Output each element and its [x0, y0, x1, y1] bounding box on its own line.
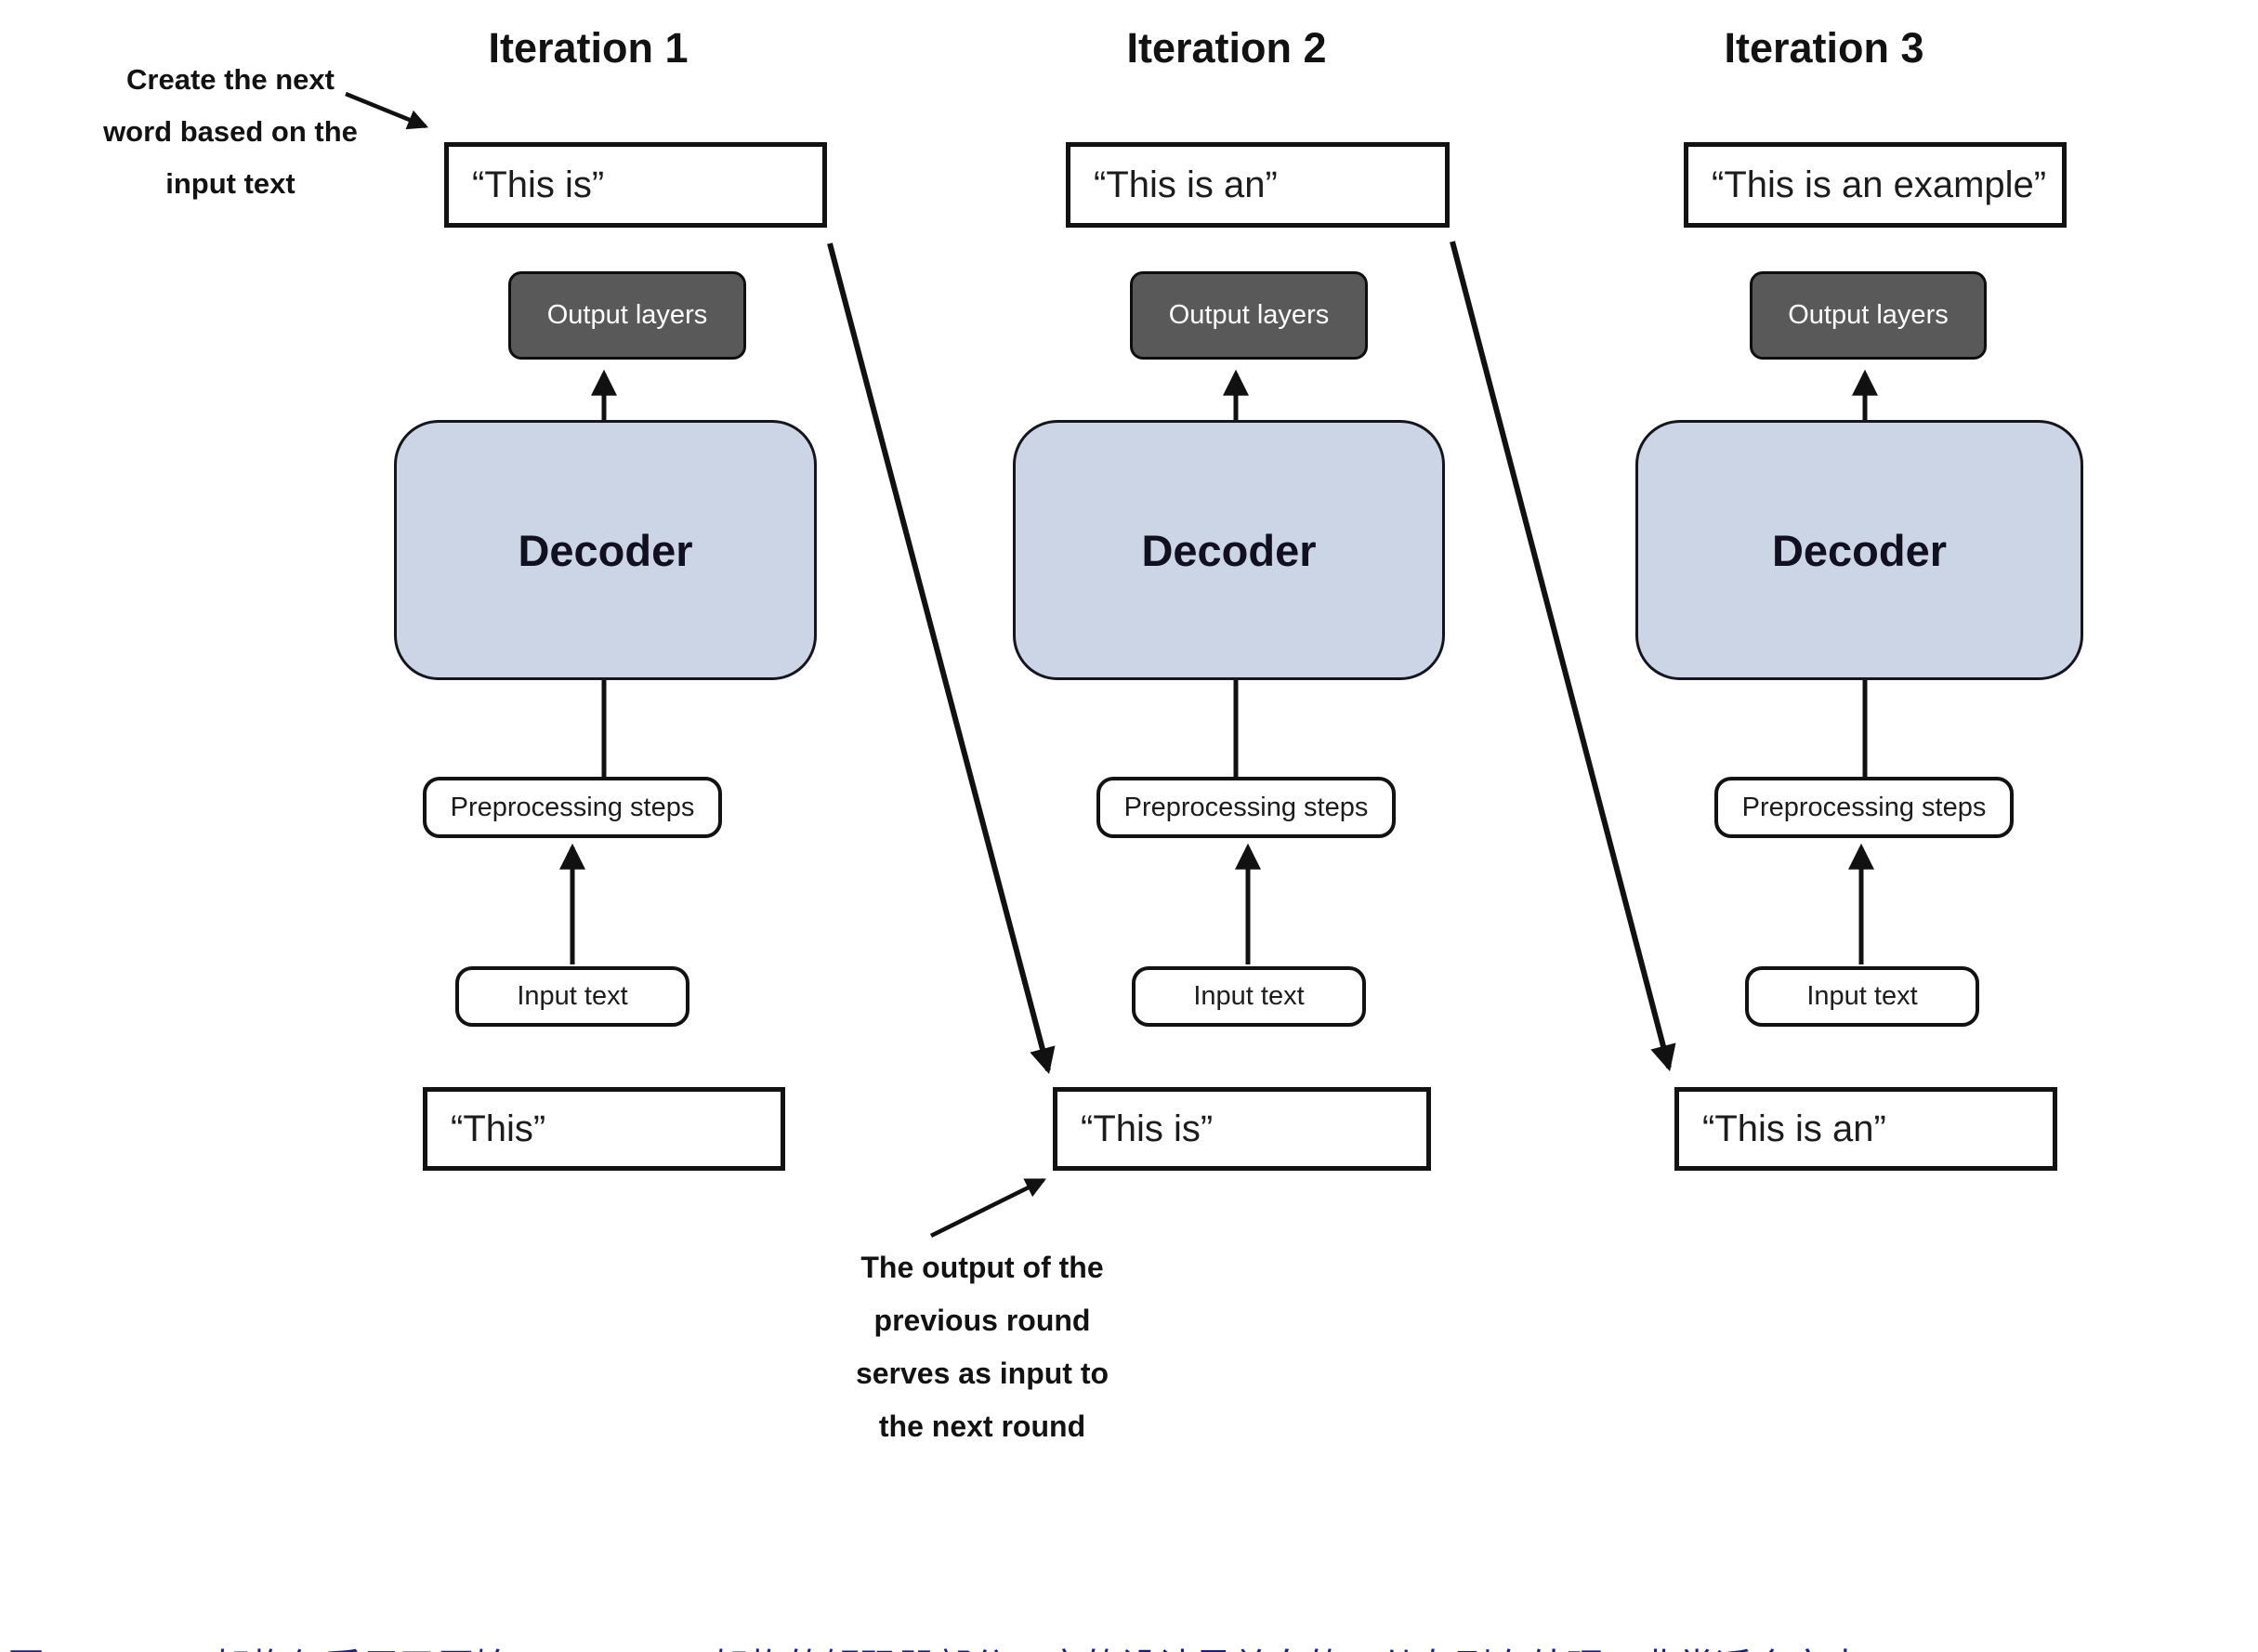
- note-output-feedback-line-2: previous round: [873, 1304, 1091, 1337]
- preprocessing-box-1: Preprocessing steps: [423, 777, 722, 838]
- input-text-box-1: Input text: [455, 966, 689, 1027]
- decoder-box-2: Decoder: [1013, 420, 1445, 680]
- output-text-box-1: “This is”: [444, 142, 827, 228]
- output-text-box-3: “This is an example”: [1684, 142, 2067, 228]
- note-create-next-line-2: word based on the: [103, 115, 358, 148]
- arrow-output1-to-input2: [827, 243, 1056, 1075]
- note-create-next-line-3: input text: [165, 167, 295, 200]
- decoder-box-1: Decoder: [394, 420, 817, 680]
- output-layers-box-2: Output layers: [1130, 271, 1368, 360]
- input-text-box-2: Input text: [1132, 966, 1366, 1027]
- output-layers-box-1: Output layers: [508, 271, 746, 360]
- figure-caption-line-1: 图 1.8 GPT 架构仅采用了原始Transformer架构的解码器部分。它的…: [7, 1641, 2251, 1652]
- iteration-3-title: Iteration 3: [1724, 24, 1924, 72]
- bottom-text-box-1: “This”: [423, 1087, 785, 1171]
- note-output-feedback-line-1: The output of the: [860, 1251, 1104, 1284]
- output-layers-box-3: Output layers: [1750, 271, 1987, 360]
- note-output-feedback-line-4: the next round: [878, 1409, 1086, 1443]
- bottom-text-box-3: “This is an”: [1674, 1087, 2057, 1171]
- input-text-box-3: Input text: [1745, 966, 1979, 1027]
- note-create-next: Create the next word based on the input …: [56, 54, 405, 210]
- bottom-text-box-2: “This is”: [1053, 1087, 1431, 1171]
- arrow-note-output-feedback: [930, 1177, 1046, 1239]
- iteration-2-title: Iteration 2: [1126, 24, 1327, 72]
- arrow-output2-to-input3: [1450, 241, 1676, 1072]
- iteration-1-title: Iteration 1: [488, 24, 689, 72]
- preprocessing-box-2: Preprocessing steps: [1096, 777, 1396, 838]
- output-text-box-2: “This is an”: [1066, 142, 1450, 228]
- note-output-feedback-line-3: serves as input to: [855, 1357, 1109, 1390]
- decoder-box-3: Decoder: [1635, 420, 2083, 680]
- note-create-next-line-1: Create the next: [126, 63, 335, 96]
- note-output-feedback: The output of the previous round serves …: [810, 1241, 1154, 1453]
- preprocessing-box-3: Preprocessing steps: [1714, 777, 2014, 838]
- figure-caption: 图 1.8 GPT 架构仅采用了原始Transformer架构的解码器部分。它的…: [7, 1531, 2251, 1652]
